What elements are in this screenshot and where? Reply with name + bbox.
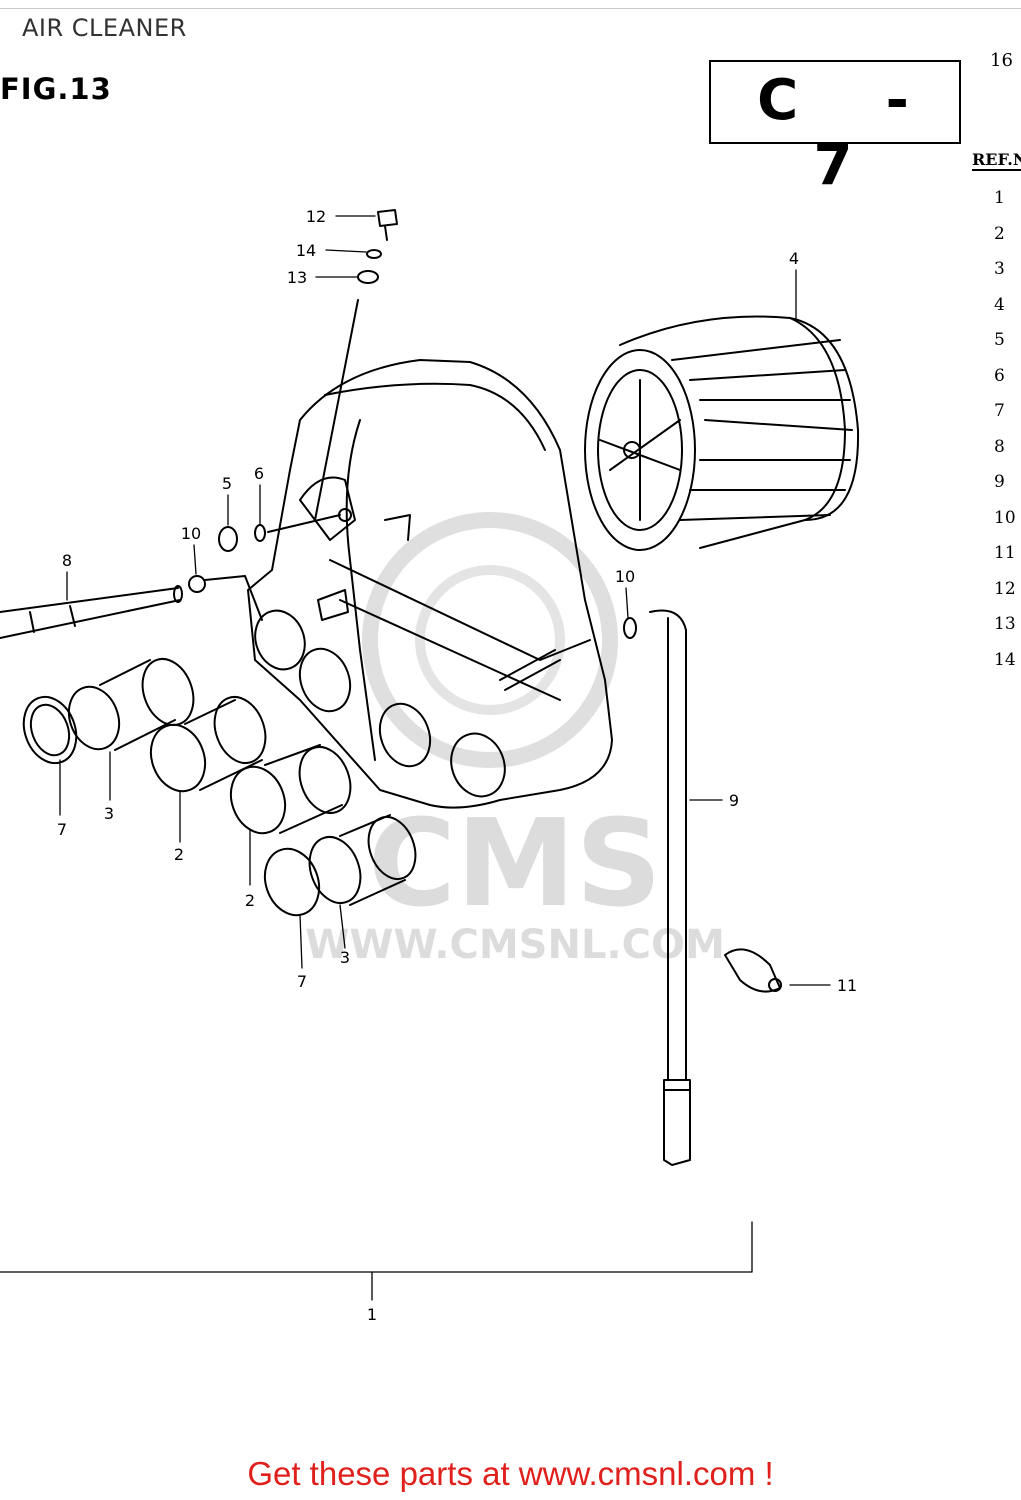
figure-label: FIG.13 bbox=[0, 72, 112, 106]
top-divider bbox=[0, 8, 1021, 9]
callout-14: 14 bbox=[296, 241, 316, 260]
washer-part bbox=[254, 524, 266, 542]
bolt-and-washers bbox=[314, 209, 398, 521]
air-cleaner-case bbox=[247, 359, 613, 809]
callout-4: 4 bbox=[789, 249, 799, 268]
callout-labels: 12 14 13 4 5 6 10 8 10 9 7 3 2 2 3 7 11 … bbox=[57, 207, 857, 1324]
ref-number: 8 bbox=[994, 436, 1005, 457]
clip-part bbox=[188, 575, 206, 593]
watermark: CMS WWW.CMSNL.COM bbox=[305, 512, 725, 968]
corner-number: 16 bbox=[990, 50, 1013, 71]
watermark-emblem bbox=[362, 512, 618, 768]
callout-2: 2 bbox=[245, 891, 255, 910]
callout-9: 9 bbox=[729, 791, 739, 810]
ref-number: 12 bbox=[994, 578, 1016, 599]
callout-5: 5 bbox=[222, 474, 232, 493]
clip-line bbox=[204, 575, 263, 621]
ref-number: 7 bbox=[994, 401, 1005, 421]
callout-10: 10 bbox=[615, 567, 635, 586]
watermark-brand: CMS bbox=[368, 795, 662, 934]
stud-line bbox=[267, 514, 341, 533]
callout-3: 3 bbox=[340, 948, 350, 967]
ref-number: 10 bbox=[994, 507, 1016, 528]
callout-6: 6 bbox=[254, 464, 264, 483]
leader-lines bbox=[0, 215, 831, 1301]
ref-number: 5 bbox=[994, 330, 1005, 350]
section-code-box: C - 7 bbox=[709, 60, 961, 198]
callout-13: 13 bbox=[287, 268, 307, 287]
intake-boots bbox=[22, 658, 417, 917]
ref-number: 9 bbox=[994, 472, 1005, 492]
ref-number: 2 bbox=[994, 223, 1005, 244]
callout-12: 12 bbox=[306, 207, 326, 226]
callout-1: 1 bbox=[367, 1305, 377, 1324]
ref-number: 14 bbox=[994, 649, 1016, 670]
breather-hose bbox=[0, 585, 183, 639]
callout-10: 10 bbox=[181, 524, 201, 543]
ref-number-list: 1 2 3 4 5 6 7 8 9 10 11 12 13 14 bbox=[994, 185, 1016, 682]
ref-number: 4 bbox=[994, 294, 1005, 315]
air-filter-element bbox=[584, 315, 860, 551]
callout-11: 11 bbox=[837, 976, 857, 995]
section-code: C - 7 bbox=[757, 68, 943, 198]
ref-header: REF.N bbox=[972, 150, 1021, 171]
tube-clamp bbox=[724, 948, 782, 993]
ref-number: 3 bbox=[994, 259, 1005, 279]
watermark-emblem-inner bbox=[415, 565, 565, 715]
promo-link-text[interactable]: Get these parts at www.cmsnl.com ! bbox=[247, 1455, 774, 1492]
callout-8: 8 bbox=[62, 551, 72, 570]
nut-part bbox=[218, 526, 238, 552]
callout-7: 7 bbox=[297, 972, 307, 991]
callout-7: 7 bbox=[57, 820, 67, 839]
ref-number: 6 bbox=[994, 365, 1005, 386]
ref-number: 13 bbox=[994, 614, 1016, 634]
ref-number: 1 bbox=[994, 188, 1005, 208]
ref-number: 11 bbox=[994, 543, 1016, 563]
drain-tube bbox=[623, 609, 691, 1166]
callout-2: 2 bbox=[174, 845, 184, 864]
watermark-url: WWW.CMSNL.COM bbox=[305, 922, 725, 968]
callout-3: 3 bbox=[104, 804, 114, 823]
page-title: AIR CLEANER bbox=[22, 14, 187, 42]
